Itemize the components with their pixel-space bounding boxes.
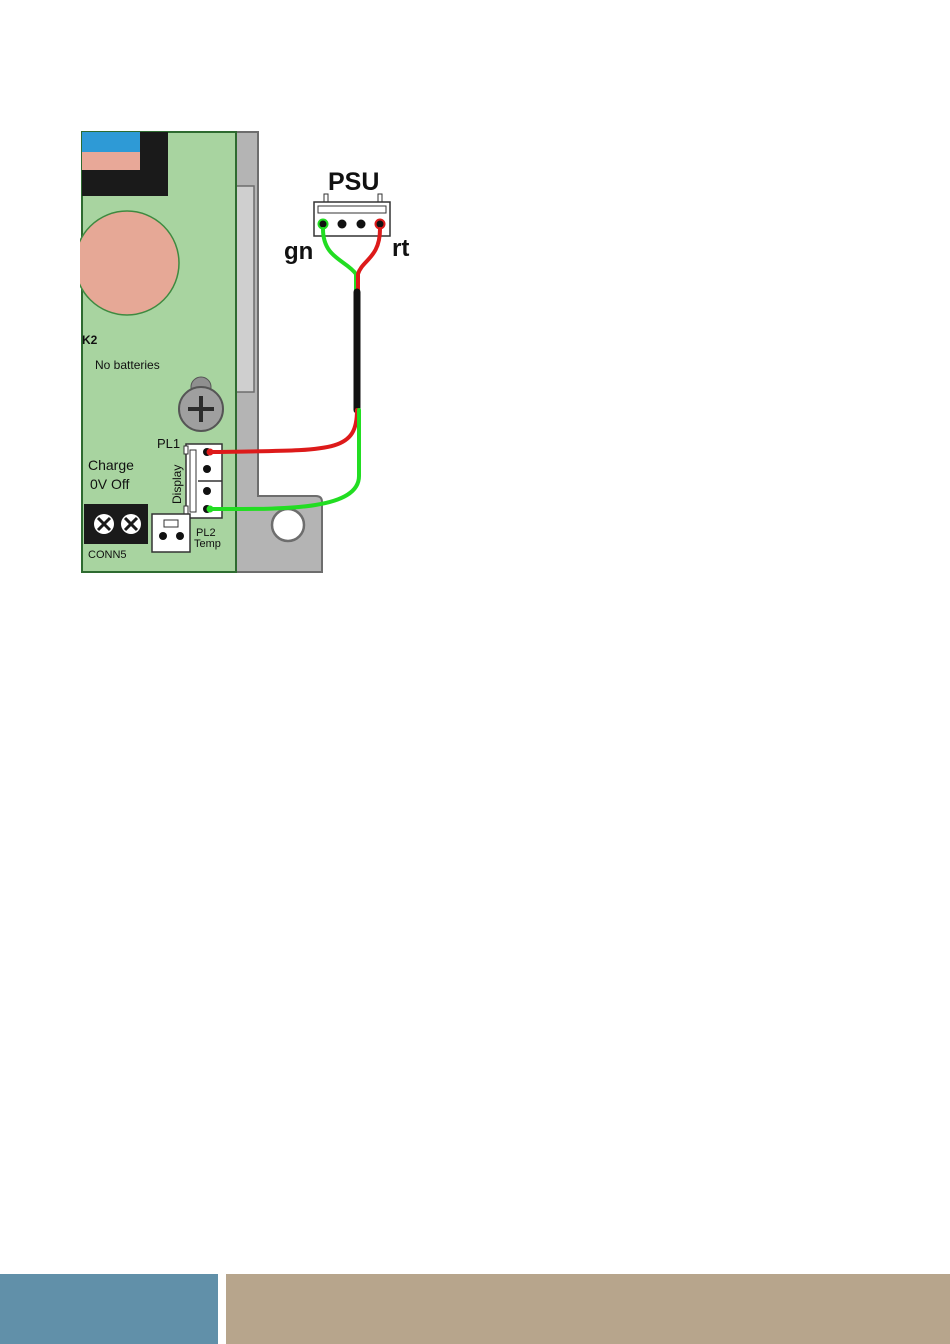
wire-end-red — [207, 449, 214, 456]
green-wire — [323, 229, 356, 294]
circuit-board — [80, 132, 236, 572]
red-wire — [358, 229, 380, 294]
psu-pin — [357, 220, 366, 229]
pl2-pin — [176, 532, 184, 540]
ov-off-label: 0V Off — [90, 476, 130, 492]
pl1-label: PL1 — [157, 436, 180, 451]
charge-label: Charge — [88, 457, 134, 473]
chassis-hole — [272, 509, 304, 541]
conn5-label: CONN5 — [88, 549, 127, 561]
no-batteries-label: No batteries — [95, 358, 160, 372]
psu-label: PSU — [328, 168, 379, 196]
psu-pin — [338, 220, 347, 229]
wire-end-green — [207, 506, 214, 513]
blue-strip — [82, 132, 140, 152]
pl1-pin — [203, 487, 211, 495]
display-label: Display — [170, 465, 184, 504]
temp-label: Temp — [194, 538, 221, 550]
pl1-pin — [203, 465, 211, 473]
gn-label: gn — [284, 238, 313, 265]
footer-block-right — [226, 1274, 950, 1344]
pl2-pin — [159, 532, 167, 540]
wiring-diagram: PSU gn rt K2 No batteries PL1 Display Ch… — [80, 126, 420, 576]
pink-strip — [82, 152, 140, 170]
rt-label: rt — [392, 235, 409, 262]
round-pad — [80, 211, 179, 315]
footer-block-left — [0, 1274, 218, 1344]
k2-label: K2 — [82, 333, 98, 347]
